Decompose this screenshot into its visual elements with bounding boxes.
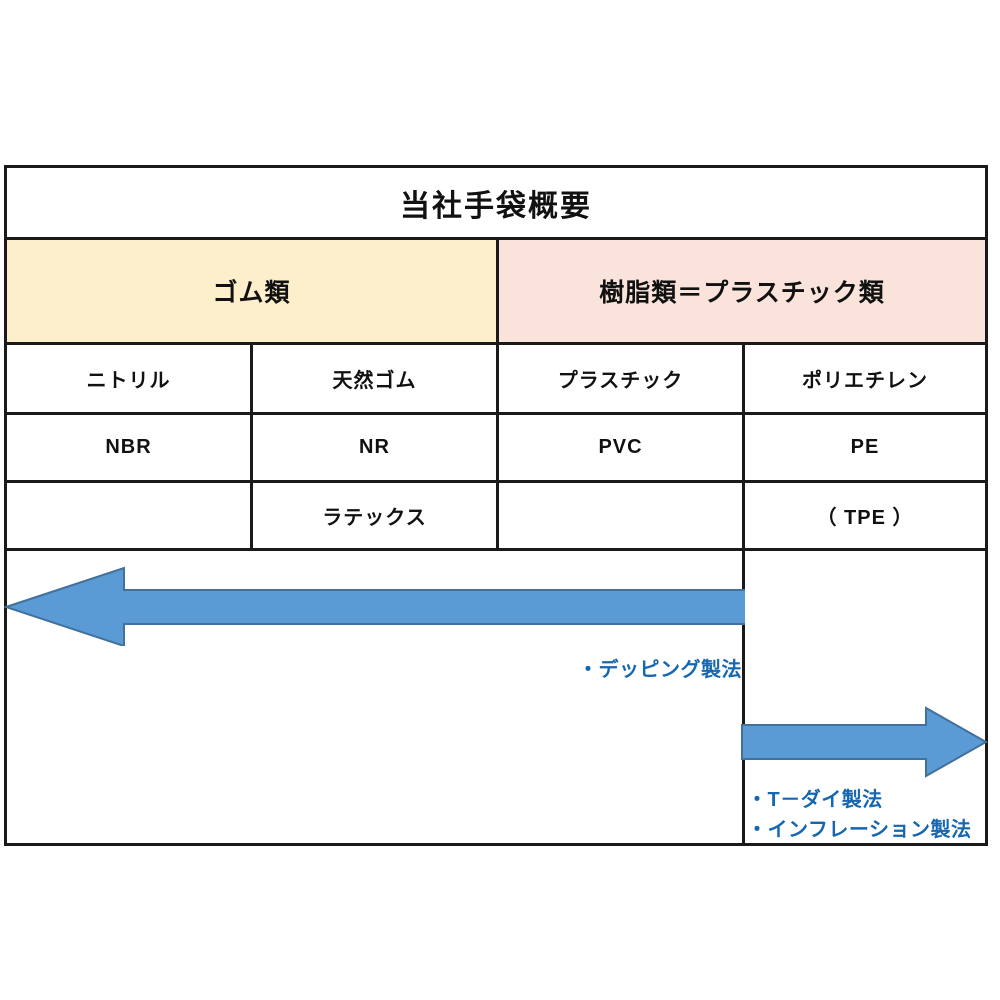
dipping-zone: ・デッピング製法 <box>4 551 751 843</box>
category-label-rubber: ゴム類 <box>212 279 291 307</box>
table-cell: ラテックス <box>253 483 499 548</box>
table-row: ニトリル 天然ゴム プラスチック ポリエチレン <box>7 345 985 415</box>
table-cell: NBR <box>7 415 253 480</box>
left-arrow-icon <box>4 566 751 646</box>
annotation-inflation: ・インフレーション製法 <box>747 819 972 841</box>
annotation-t-die: ・T－ダイ製法 <box>747 789 883 811</box>
diagram-title-row: 当社手袋概要 <box>7 168 985 240</box>
right-arrow-icon <box>741 706 988 778</box>
table-cell: ニトリル <box>7 345 253 412</box>
table-cell: （ TPE ） <box>745 483 985 548</box>
table-cell: 天然ゴム <box>253 345 499 412</box>
glove-overview-diagram: 当社手袋概要 ゴム類 樹脂類＝プラスチック類 ニトリル 天然ゴム プラスチック … <box>4 165 988 846</box>
table-cell <box>7 483 253 548</box>
annotation-dipping: ・デッピング製法 <box>578 659 742 681</box>
extrusion-zone: ・T－ダイ製法 ・インフレーション製法 <box>741 551 988 843</box>
category-cell-resin: 樹脂類＝プラスチック類 <box>499 240 985 342</box>
category-row: ゴム類 樹脂類＝プラスチック類 <box>7 240 985 345</box>
table-row: ラテックス （ TPE ） <box>7 483 985 551</box>
category-cell-rubber: ゴム類 <box>7 240 499 342</box>
table-cell: ポリエチレン <box>745 345 985 412</box>
page-title: 当社手袋概要 <box>400 189 592 223</box>
category-label-resin: 樹脂類＝プラスチック類 <box>599 279 885 307</box>
table-row: NBR NR PVC PE <box>7 415 985 483</box>
table-cell: NR <box>253 415 499 480</box>
table-cell: PVC <box>499 415 745 480</box>
table-cell <box>499 483 745 548</box>
table-cell: プラスチック <box>499 345 745 412</box>
process-arrow-zone: ・デッピング製法 ・T－ダイ製法 ・インフレーション製法 <box>4 551 988 843</box>
table-cell: PE <box>745 415 985 480</box>
